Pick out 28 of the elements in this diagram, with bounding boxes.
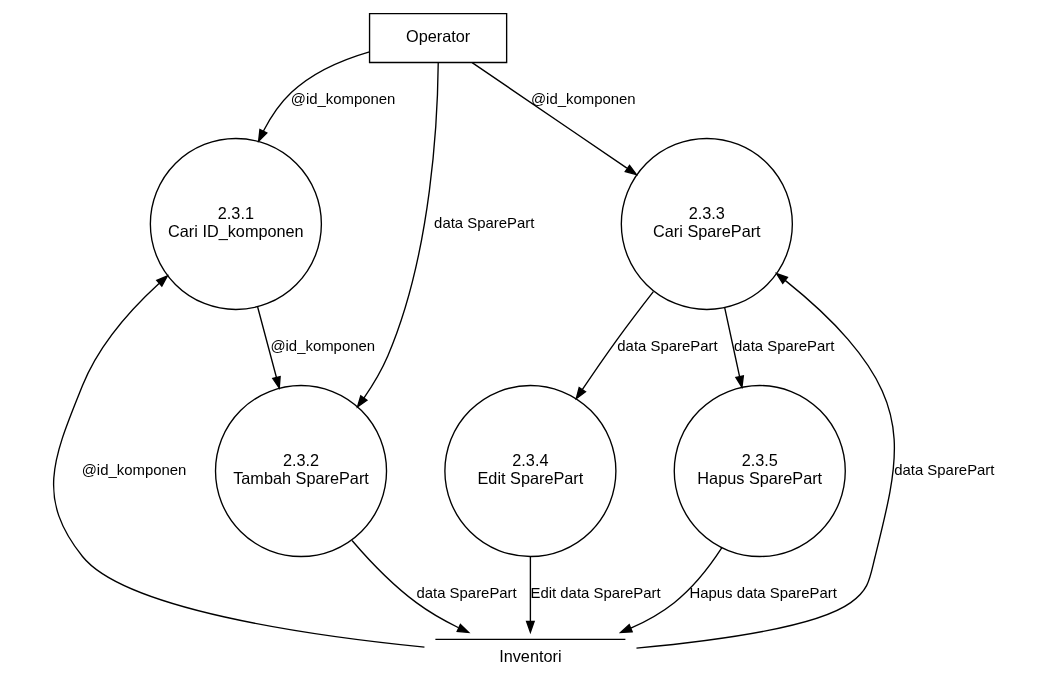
arrow xyxy=(618,547,723,634)
node-circle: 2.3.3 Cari SparePart xyxy=(620,137,793,311)
edge-label: @id_komponen xyxy=(531,90,636,108)
edge-label: data SparePart xyxy=(617,337,718,355)
arrow xyxy=(635,272,895,649)
edge-label: @id_komponen xyxy=(81,460,187,478)
edge-label: data SparePart xyxy=(416,584,517,602)
arrow xyxy=(256,306,281,391)
edge-label: data SparePart xyxy=(734,337,835,355)
edge-label: @id_komponen xyxy=(290,90,396,108)
arrow xyxy=(351,539,471,634)
arrow xyxy=(53,274,426,648)
node-text: Inventori xyxy=(499,646,562,665)
edge-label: data SparePart xyxy=(434,213,535,231)
arrow xyxy=(257,51,371,143)
node-box: Operator xyxy=(368,12,508,64)
arrow xyxy=(724,307,745,390)
arrow xyxy=(575,290,655,401)
arrow xyxy=(471,61,639,176)
edge-label: data SparePart xyxy=(894,460,995,478)
arrow xyxy=(525,556,536,635)
edge-label: @id_komponen xyxy=(270,337,376,355)
node-circle: 2.3.2 Tambah SparePart xyxy=(214,384,388,558)
edge-label: Edit data SparePart xyxy=(530,584,661,602)
arrow xyxy=(356,62,439,409)
node-circle: 2.3.5 Hapus SparePart xyxy=(673,384,846,558)
edge-label: Hapus data SparePart xyxy=(689,584,837,602)
node-circle: 2.3.1 Cari ID_komponen xyxy=(149,137,323,311)
